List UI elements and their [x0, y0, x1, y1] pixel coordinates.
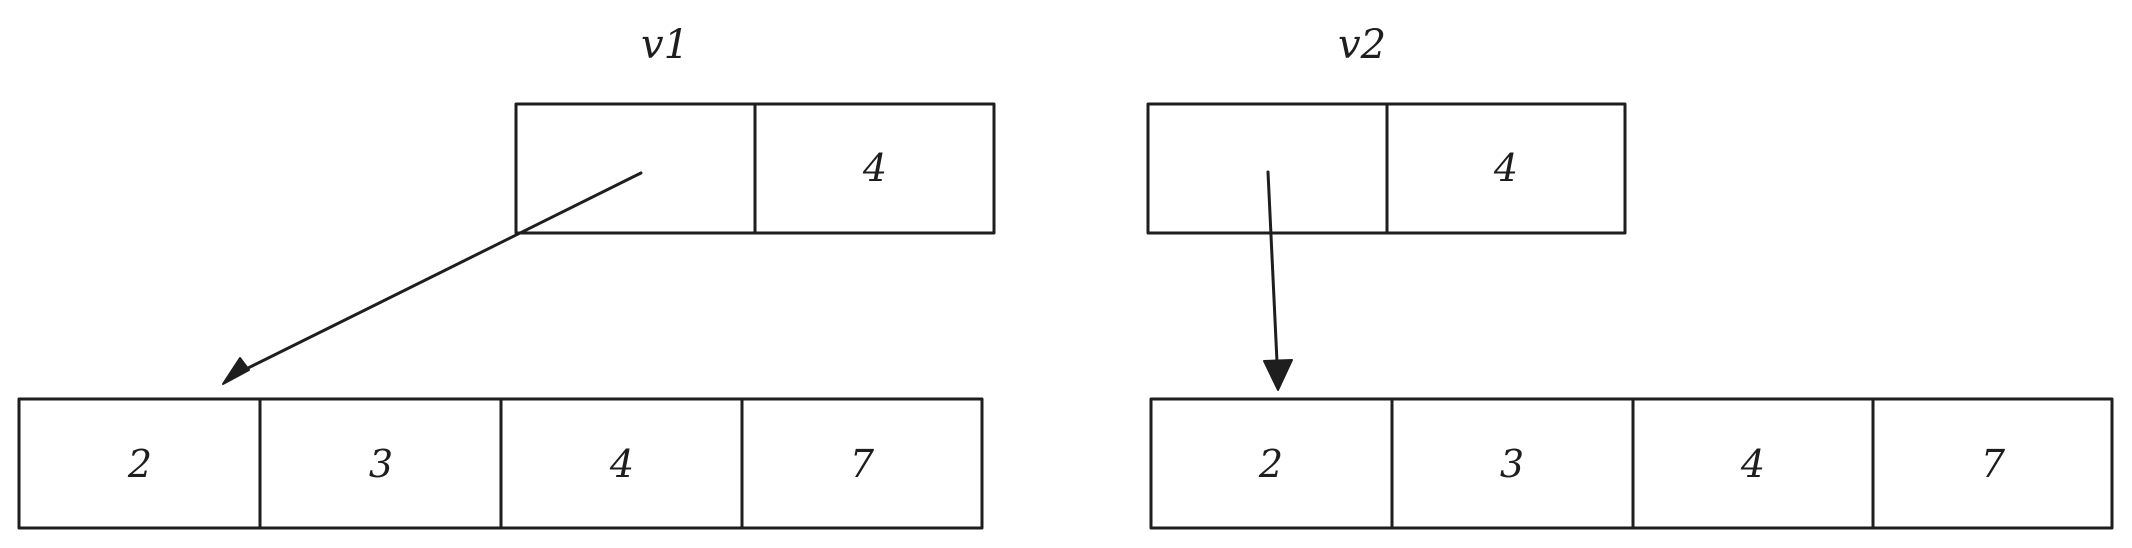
v1-array: 2 3 4 7 — [17, 397, 984, 530]
v2-array-value-0: 2 — [1258, 442, 1283, 486]
v2-array: 2 3 4 7 — [1149, 397, 2114, 530]
v1-arrow-shaft — [236, 171, 643, 375]
v2-title: v2 — [1338, 22, 1386, 68]
v1-array-value-3: 7 — [850, 442, 875, 486]
v2-header-cell-size — [1385, 102, 1627, 235]
v2-header-size-value: 4 — [1493, 146, 1518, 190]
v1-header-cell-pointer — [514, 102, 757, 235]
v2-header-cell-pointer — [1146, 102, 1389, 235]
v1-header-vector: 4 — [514, 102, 996, 235]
v1-group: v1 4 2 3 4 7 — [17, 22, 996, 530]
v1-array-value-2: 4 — [609, 442, 634, 486]
v2-array-value-3: 7 — [1981, 442, 2006, 486]
v1-pointer-arrow — [222, 171, 643, 385]
v2-group: v2 4 2 3 4 7 — [1146, 22, 2114, 530]
v2-arrow-shaft — [1266, 170, 1279, 364]
v2-array-cell-1 — [1390, 397, 1635, 530]
v2-array-value-2: 4 — [1740, 442, 1765, 486]
v1-title: v1 — [641, 22, 689, 68]
v1-array-value-1: 3 — [369, 442, 393, 486]
v1-array-cell-0 — [17, 397, 262, 530]
v1-array-cell-1 — [258, 397, 503, 530]
v2-arrow-head — [1263, 359, 1293, 391]
v1-array-cell-3 — [740, 397, 984, 530]
v2-array-cell-0 — [1149, 397, 1394, 530]
v1-array-value-0: 2 — [127, 442, 152, 486]
v2-array-value-1: 3 — [1500, 442, 1524, 486]
v2-header-vector: 4 — [1146, 102, 1627, 235]
v1-header-cell-size — [753, 102, 996, 235]
v2-pointer-arrow — [1263, 170, 1293, 391]
v2-array-cell-3 — [1871, 397, 2114, 530]
v1-arrow-head — [222, 357, 250, 385]
v2-array-cell-2 — [1631, 397, 1875, 530]
v1-header-size-value: 4 — [862, 146, 887, 190]
